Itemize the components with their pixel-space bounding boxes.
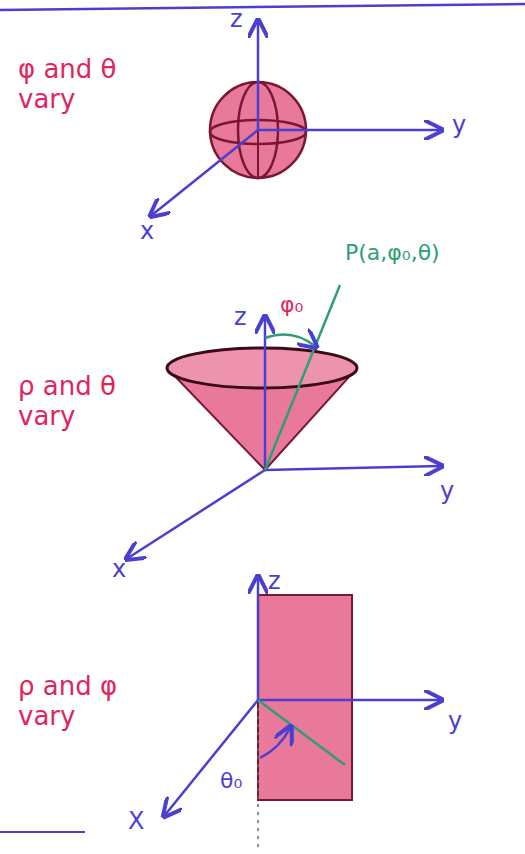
axis-label: z: [268, 568, 281, 596]
axes: [152, 22, 440, 215]
axis-label: z: [234, 304, 247, 332]
axis-label: y: [440, 478, 454, 506]
surface-caption: ρ and θ vary: [18, 372, 138, 432]
angle-arc: [265, 334, 315, 346]
axis-label: y: [448, 708, 462, 736]
frame-line: [0, 831, 85, 833]
angle-label: φ₀: [280, 292, 303, 317]
plane-trace: [258, 700, 345, 765]
angle-label: θ₀: [220, 768, 242, 793]
axis-label: y: [452, 112, 466, 140]
position-ray: [265, 285, 340, 470]
surface-caption: ρ and φ vary: [18, 672, 138, 732]
angle-arc: [260, 728, 290, 758]
axes: [165, 578, 440, 815]
axis-label: X: [128, 808, 144, 836]
cone: [167, 348, 357, 470]
axes: [128, 318, 440, 558]
projection-line: [257, 700, 259, 850]
axis-label: z: [230, 6, 243, 34]
point-label: P(a,φ₀,θ): [345, 240, 440, 265]
half-plane: [258, 595, 352, 800]
axis-label: x: [140, 218, 154, 246]
frame-line: [0, 4, 525, 10]
surface-caption: φ and θ vary: [18, 55, 138, 115]
axis-label: x: [112, 556, 126, 584]
